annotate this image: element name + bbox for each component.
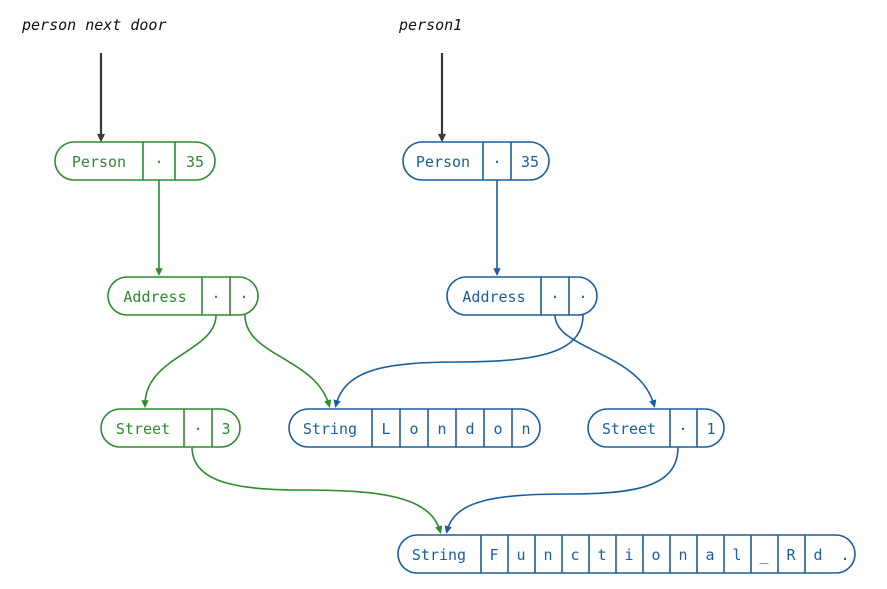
node-cell-city-ptr: ·: [578, 288, 587, 306]
string-char-cell: L: [381, 420, 390, 438]
node-type-label: String: [412, 546, 466, 564]
edge-address-blue-to-street: [554, 314, 657, 408]
edge-address-blue-to-london: [333, 314, 584, 408]
node-cell-city-ptr: ·: [239, 288, 248, 306]
node-type-label: Person: [416, 153, 470, 171]
edge-street-green-to-functional: [191, 446, 443, 534]
string-char-cell: l: [732, 546, 741, 564]
string-char-cell: n: [543, 546, 552, 564]
node-cell-name-ptr: ·: [193, 420, 202, 438]
node-cell-street-ptr: ·: [211, 288, 220, 306]
variable-label-person-next-door: person next door: [21, 16, 167, 34]
node-cell-pointer: ·: [154, 153, 163, 171]
string-char-cell: .: [840, 546, 849, 564]
node-street-blue[interactable]: Street · 1: [587, 408, 725, 448]
string-char-cell: d: [813, 546, 822, 564]
node-address-green[interactable]: Address · ·: [107, 276, 259, 316]
node-cell-age: 35: [186, 153, 204, 171]
string-char-cell: o: [409, 420, 418, 438]
string-char-cell: o: [493, 420, 502, 438]
string-char-cell: n: [437, 420, 446, 438]
node-person-blue[interactable]: Person · 35: [402, 141, 550, 181]
string-char-cell: c: [570, 546, 579, 564]
string-char-cell: F: [489, 546, 498, 564]
string-char-cell: a: [705, 546, 714, 564]
node-address-blue[interactable]: Address · ·: [446, 276, 598, 316]
edge-layer: [97, 53, 679, 534]
edge-street-blue-to-functional: [444, 446, 679, 534]
string-char-cell: n: [678, 546, 687, 564]
node-cell-age: 35: [521, 153, 539, 171]
node-string-london[interactable]: String L o n d o n: [288, 408, 541, 448]
node-cell-number: 1: [706, 420, 715, 438]
node-type-label: Address: [123, 288, 186, 306]
node-cell-pointer: ·: [492, 153, 501, 171]
node-string-functional-rd[interactable]: String F u n c t i o n a l _ R d .: [397, 534, 856, 574]
edge-address-green-to-street: [141, 314, 217, 408]
node-type-label: Person: [72, 153, 126, 171]
node-type-label: String: [303, 420, 357, 438]
string-char-cell: n: [521, 420, 530, 438]
edge-address-green-to-london: [244, 314, 332, 408]
string-char-cell: R: [786, 546, 796, 564]
node-cell-street-ptr: ·: [550, 288, 559, 306]
string-char-cell: o: [651, 546, 660, 564]
node-type-label: Address: [462, 288, 525, 306]
node-type-label: Street: [602, 420, 656, 438]
node-cell-number: 3: [221, 420, 230, 438]
node-person-green[interactable]: Person · 35: [54, 141, 216, 181]
string-char-cell: i: [624, 546, 633, 564]
string-char-cell: d: [465, 420, 474, 438]
variable-label-layer: person next door person1: [21, 16, 462, 34]
variable-label-person1: person1: [398, 16, 462, 34]
string-char-cell: _: [759, 546, 769, 564]
node-cell-name-ptr: ·: [678, 420, 687, 438]
string-char-cell: t: [597, 546, 606, 564]
node-street-green[interactable]: Street · 3: [100, 408, 241, 448]
string-char-cell: u: [516, 546, 525, 564]
node-type-label: Street: [116, 420, 170, 438]
